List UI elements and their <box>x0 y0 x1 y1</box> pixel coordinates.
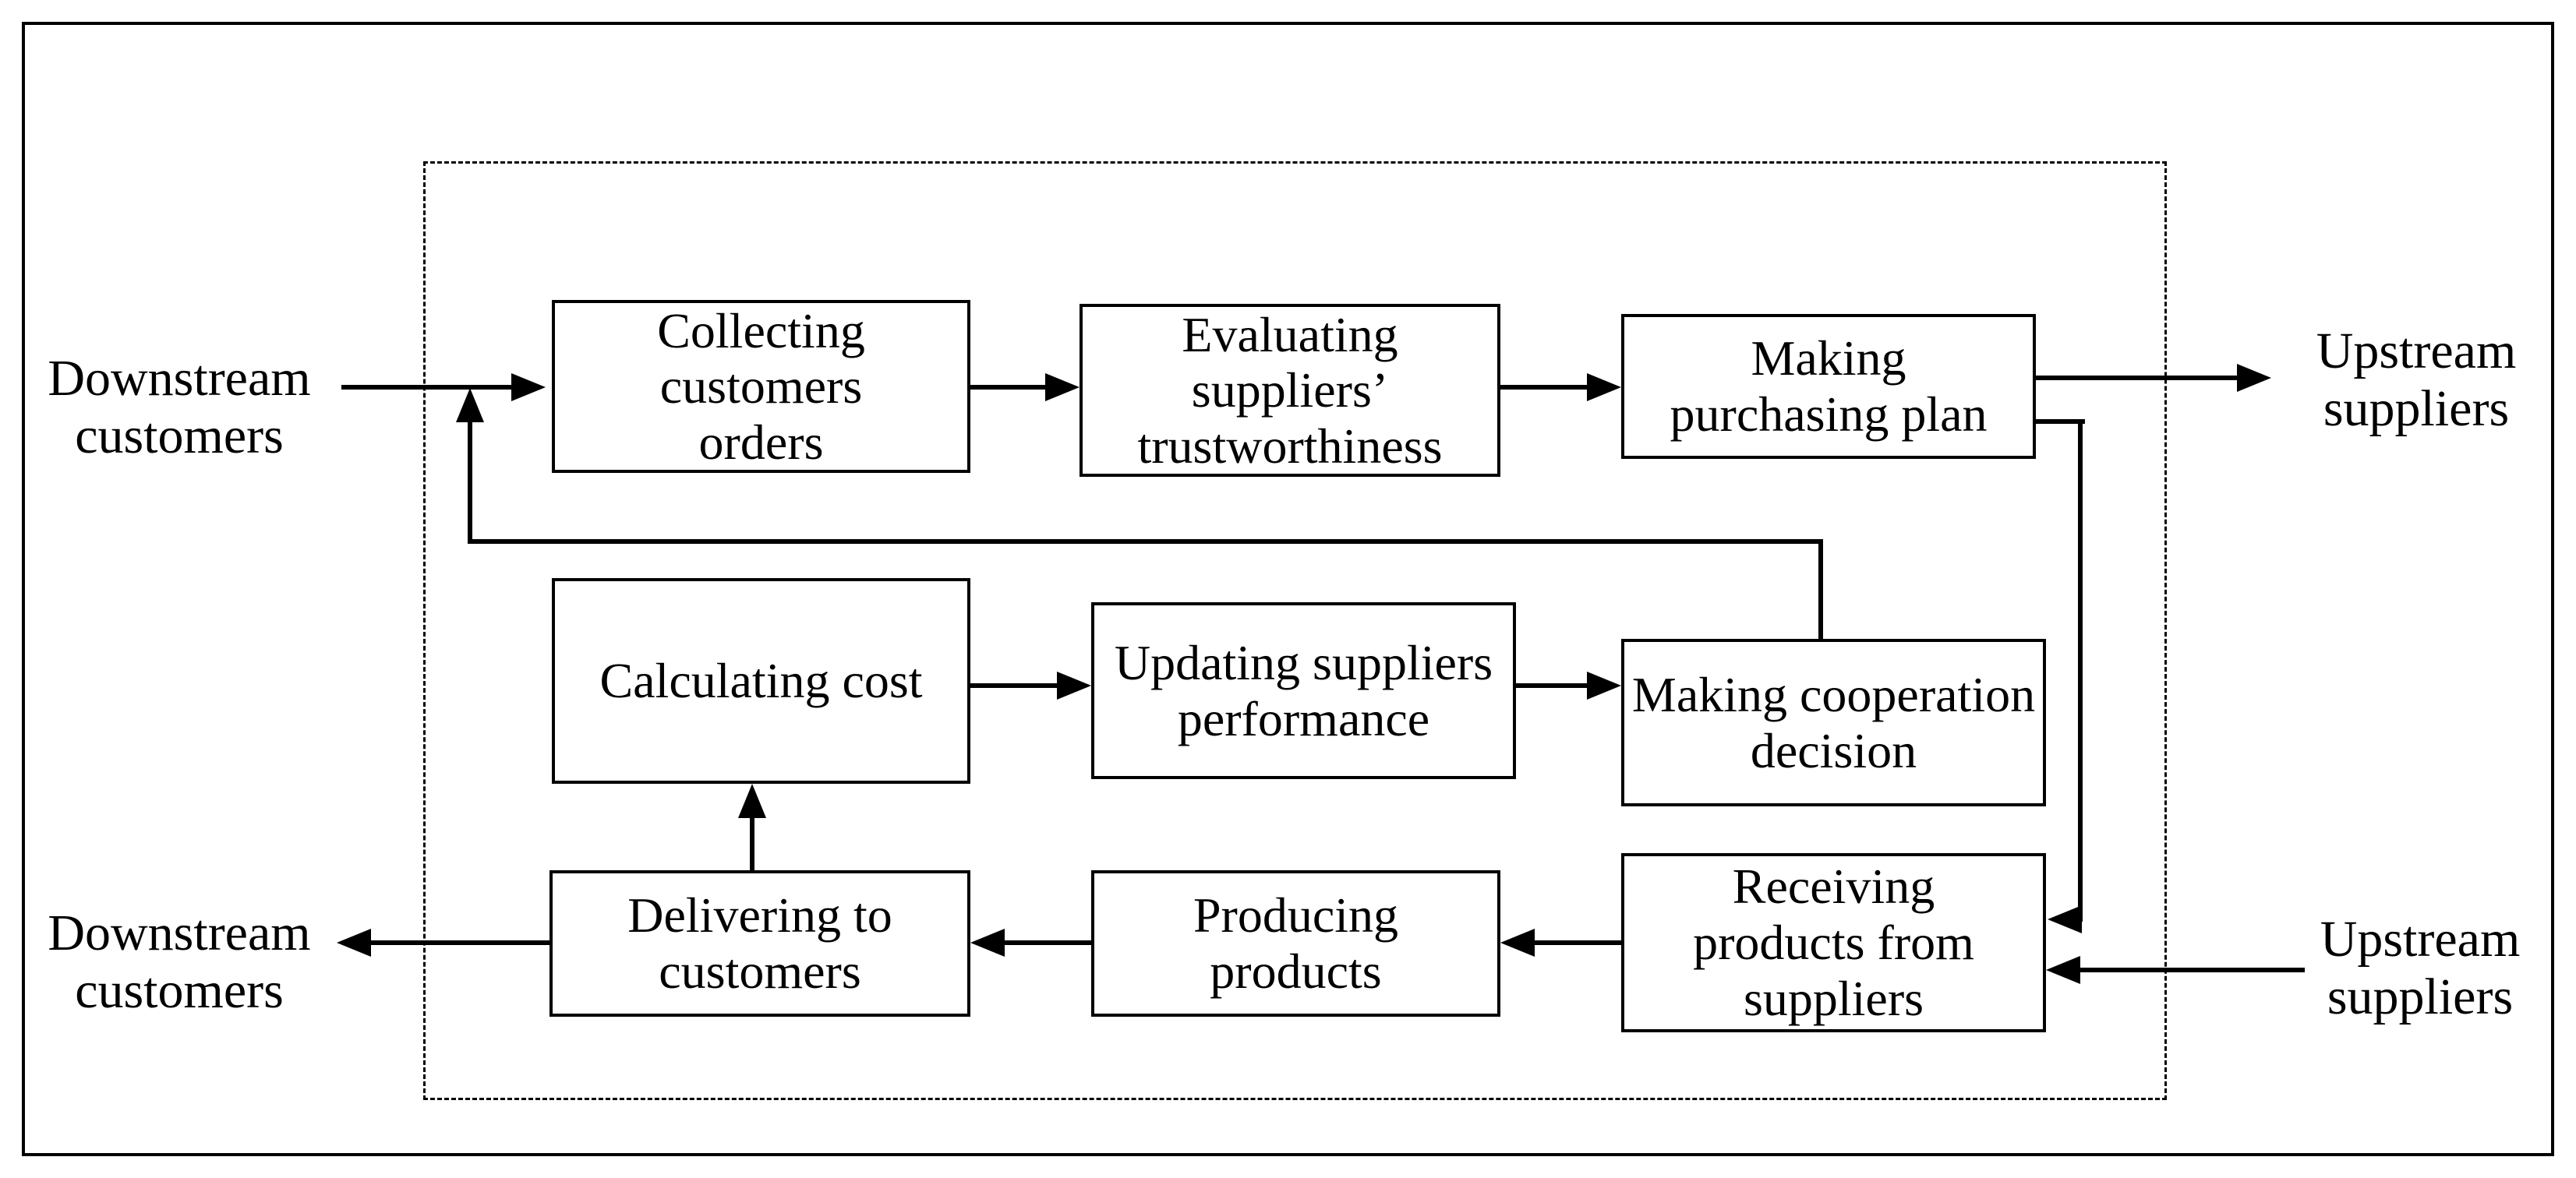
box-calculating-cost: Calculating cost <box>552 578 970 784</box>
box-calculating-cost-text: Calculating cost <box>599 653 923 709</box>
box-evaluating-suppliers-trustworthiness-text: Evaluating suppliers’ trustworthiness <box>1137 306 1443 474</box>
arrow-purchasing-to-receiving-vertical-line <box>2078 419 2083 922</box>
box-evaluating-suppliers-trustworthiness: Evaluating suppliers’ trustworthiness <box>1080 304 1500 477</box>
arrow-evaluating-to-purchasing-line <box>1500 385 1587 390</box>
box-making-cooperation-decision: Making cooperation decision <box>1621 639 2046 806</box>
label-upstream-suppliers-top: Upstream suppliers <box>2276 291 2557 470</box>
feedback-cooperation-up-line <box>468 418 472 544</box>
arrow-upstream-to-receiving-head-icon <box>2046 956 2080 984</box>
label-upstream-suppliers-bottom: Upstream suppliers <box>2280 879 2560 1058</box>
outer-border <box>22 22 2554 1156</box>
label-downstream-customers-top: Downstream customers <box>23 318 335 497</box>
box-collecting-customers-orders: Collecting customers orders <box>552 300 970 473</box>
box-making-purchasing-plan-text: Making purchasing plan <box>1670 330 1988 442</box>
arrow-producing-to-delivering-line <box>1003 940 1091 945</box>
arrow-upstream-to-receiving-line <box>2079 968 2305 972</box>
arrow-collecting-to-evaluating-line <box>970 385 1046 390</box>
arrow-calculating-to-updating-line <box>970 683 1057 688</box>
box-delivering-to-customers: Delivering to customers <box>549 870 970 1017</box>
label-downstream-customers-top-text: Downstream customers <box>48 350 311 464</box>
label-downstream-customers-bottom-text: Downstream customers <box>48 905 311 1019</box>
box-producing-products-text: Producing products <box>1193 887 1399 999</box>
feedback-cooperation-head-icon <box>456 388 484 422</box>
box-making-cooperation-decision-text: Making cooperation decision <box>1631 666 2036 778</box>
box-delivering-to-customers-text: Delivering to customers <box>627 887 892 999</box>
feedback-cooperation-horizontal-line <box>468 539 1823 544</box>
arrow-purchasing-to-upstream-head-icon <box>2237 364 2271 392</box>
arrow-calculating-to-updating-head-icon <box>1057 672 1091 700</box>
arrow-purchasing-to-receiving-head-icon <box>2048 905 2082 933</box>
arrow-delivering-to-downstream-line <box>369 940 549 945</box>
box-updating-suppliers-performance: Updating suppliers performance <box>1091 602 1516 779</box>
arrow-purchasing-to-upstream-line <box>2036 376 2237 380</box>
arrow-delivering-to-downstream-head-icon <box>337 929 371 957</box>
company-boundary-dashed-border <box>423 161 2167 1100</box>
box-producing-products: Producing products <box>1091 870 1500 1017</box>
label-downstream-customers-bottom: Downstream customers <box>23 873 335 1052</box>
arrow-downstream-to-collecting-head-icon <box>511 373 546 401</box>
arrow-evaluating-to-purchasing-head-icon <box>1587 373 1621 401</box>
box-updating-suppliers-performance-text: Updating suppliers performance <box>1114 634 1493 746</box>
arrow-updating-to-cooperation-line <box>1516 683 1587 688</box>
arrow-updating-to-cooperation-head-icon <box>1587 672 1621 700</box>
arrow-purchasing-to-receiving-stub-line <box>2036 419 2085 424</box>
box-receiving-products-from-suppliers-text: Receiving products from suppliers <box>1693 859 1974 1026</box>
arrow-receiving-to-producing-line <box>1533 940 1621 945</box>
feedback-cooperation-vertical-line <box>1818 539 1823 639</box>
box-receiving-products-from-suppliers: Receiving products from suppliers <box>1621 853 2046 1032</box>
box-collecting-customers-orders-text: Collecting customers orders <box>657 302 865 470</box>
arrow-downstream-to-collecting-line <box>341 385 511 390</box>
label-upstream-suppliers-top-text: Upstream suppliers <box>2316 323 2517 437</box>
arrow-delivering-to-calculating-head-icon <box>738 784 766 818</box>
box-making-purchasing-plan: Making purchasing plan <box>1621 314 2036 459</box>
arrow-collecting-to-evaluating-head-icon <box>1045 373 1080 401</box>
arrow-delivering-to-calculating-line <box>750 815 754 870</box>
arrow-receiving-to-producing-head-icon <box>1500 929 1535 957</box>
label-upstream-suppliers-bottom-text: Upstream suppliers <box>2320 911 2521 1025</box>
arrow-producing-to-delivering-head-icon <box>970 929 1005 957</box>
